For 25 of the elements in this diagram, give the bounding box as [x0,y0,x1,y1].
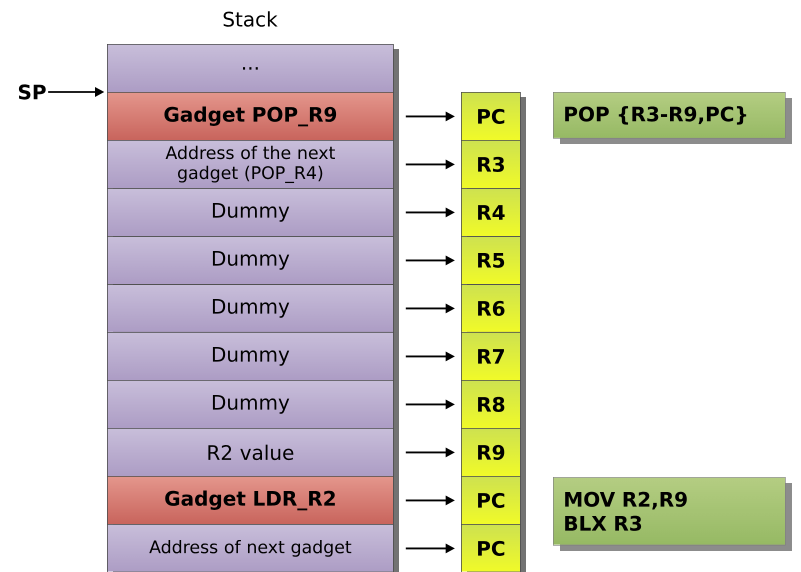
stack-cell: Dummy [107,284,399,337]
register-cell: PC [461,524,526,572]
code-box: MOV R2,R9 BLX R3 [553,477,792,551]
stack-cell: ... [107,44,399,97]
stack-title: Stack [224,11,278,27]
register-cell: R3 [461,140,526,193]
pointer-label: SP [18,84,46,100]
register-cell: R7 [461,332,526,385]
gadget-cell: Gadget POP_R9 [107,92,399,145]
register-cell: R4 [461,188,526,241]
gadget-cell: Gadget LDR_R2 [107,476,399,529]
register-cell: PC [461,476,526,529]
stack-cell: Address of next gadget [107,524,399,572]
register-cell: R6 [461,284,526,337]
register-cell: R8 [461,380,526,433]
register-cell: R9 [461,428,526,481]
code-box: POP {R3-R9,PC} [553,92,792,144]
stack-cell: Dummy [107,332,399,385]
stack-cell: Dummy [107,380,399,433]
register-cell: R5 [461,236,526,289]
stack-cell: Dummy [107,236,399,289]
stack-cell: Dummy [107,188,399,241]
stack-cell: Address of the next gadget (POP_R4) [107,140,399,193]
stack-cell: R2 value [107,428,399,481]
register-cell: PC [461,92,526,145]
